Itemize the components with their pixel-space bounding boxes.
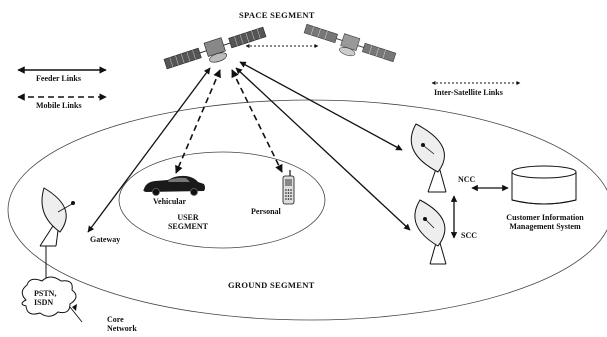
vehicular-label: Vehicular	[153, 197, 187, 206]
pstn-label: PSTN, ISDN	[34, 289, 57, 308]
feeder-link-gateway	[87, 67, 211, 233]
satellite-2-icon	[303, 23, 397, 63]
cims-label: Customer Information Management System	[493, 213, 597, 232]
pstn-to-core-line	[69, 306, 83, 323]
mobile-link-vehicular	[175, 69, 221, 174]
cims-label-line1: Customer Information	[506, 213, 584, 222]
legend-isl-label: Inter-Satellite Links	[434, 88, 503, 97]
ncc-label: NCC	[458, 175, 476, 184]
core-arrow-icon	[72, 304, 77, 311]
gateway-antenna-icon	[39, 187, 75, 247]
core-network-label-line2: Network	[107, 323, 137, 333]
gateway-label: Gateway	[90, 235, 121, 244]
personal-label: Personal	[251, 207, 281, 216]
cims-label-line2: Management System	[509, 221, 581, 231]
space-segment-label: SPACE SEGMENT	[239, 10, 315, 20]
pstn-cloud-icon	[21, 276, 77, 317]
scc-antenna-icon	[414, 199, 447, 265]
user-segment-label-line2: SEGMENT	[167, 221, 208, 231]
user-segment-label: USER SEGMENT	[158, 213, 218, 232]
core-network-label: Core Network	[107, 315, 137, 334]
ground-segment-label: GROUND SEGMENT	[228, 280, 315, 290]
core-network-label-line1: Core	[107, 315, 124, 324]
customer-database-icon	[511, 165, 577, 205]
ncc-antenna-icon	[410, 123, 447, 193]
mobile-link-personal	[231, 69, 283, 173]
handheld-phone-icon	[282, 170, 295, 205]
car-icon	[143, 175, 205, 196]
satellite-1-icon	[163, 26, 267, 70]
legend-feeder-label: Feeder Links	[36, 74, 81, 83]
scc-label: SCC	[461, 231, 478, 240]
user-segment-label-line1: USER	[177, 213, 199, 222]
legend-mobile-label: Mobile Links	[36, 101, 82, 110]
feeder-link-scc	[235, 67, 411, 231]
pstn-label-line2: ISDN	[34, 297, 54, 307]
pstn-label-line1: PSTN,	[34, 289, 57, 298]
